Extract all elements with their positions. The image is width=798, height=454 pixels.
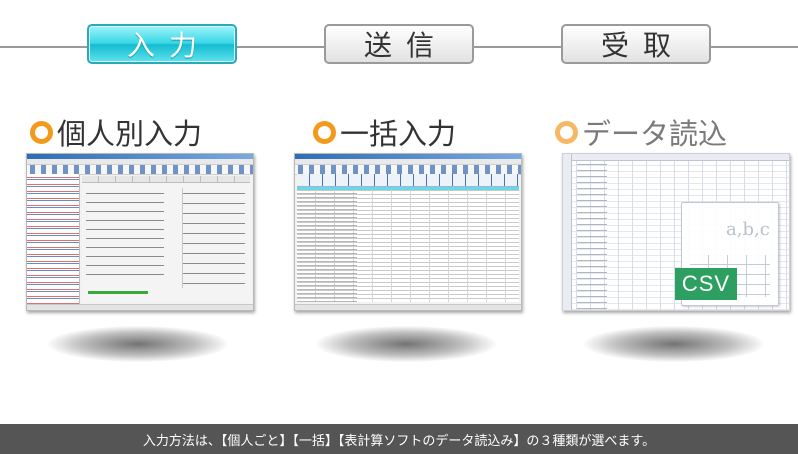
spreadsheet-column-header — [563, 154, 789, 161]
spreadsheet-text-column — [577, 162, 607, 310]
method-title-individual: 個人別入力 — [30, 112, 202, 152]
individual-input-screenshot — [26, 153, 254, 311]
individual-entry-form — [82, 176, 250, 302]
footer-caption-text: 入力方法は、【個人ごと】【一括】【表計算ソフトのデータ読込み】の３種類が選べます… — [142, 433, 656, 449]
grid-header — [297, 174, 519, 187]
window-menubar — [295, 159, 521, 165]
step-input[interactable]: 入力 — [87, 24, 237, 64]
method-title-data-import: データ読込 — [555, 112, 727, 152]
orange-circle-icon — [555, 120, 578, 144]
form-right-column — [182, 188, 245, 288]
window-statusbar — [295, 304, 521, 310]
spreadsheet-row-header — [563, 154, 572, 310]
panel-shadow — [316, 326, 496, 362]
orange-circle-icon — [313, 120, 336, 144]
window-menubar — [27, 159, 253, 165]
method-title-data-import-text: データ読込 — [582, 117, 728, 151]
method-title-bulk: 一括入力 — [313, 112, 456, 152]
panel-shadow — [584, 326, 764, 362]
csv-badge: CSV — [675, 268, 737, 300]
data-import-screenshot: a,b,c CSV — [562, 153, 790, 311]
method-title-individual-text: 個人別入力 — [57, 117, 203, 151]
orange-circle-icon — [30, 120, 53, 144]
window-titlebar — [295, 154, 521, 159]
method-title-bulk-text: 一括入力 — [340, 117, 457, 151]
window-toolbar — [27, 165, 253, 175]
grid-selected-row — [297, 187, 519, 190]
grid-text-column — [297, 187, 357, 302]
step-send[interactable]: 送信 — [324, 24, 474, 64]
form-tabs — [82, 176, 250, 183]
window-statusbar — [27, 304, 253, 310]
form-note — [88, 291, 148, 294]
footer-caption: 入力方法は、【個人ごと】【一括】【表計算ソフトのデータ読込み】の３種類が選べます… — [0, 424, 798, 454]
csv-letters: a,b,c — [726, 219, 770, 240]
employee-tree-list — [27, 174, 80, 304]
form-field-labels — [86, 188, 164, 282]
step-receive[interactable]: 受取 — [561, 24, 711, 64]
window-titlebar — [27, 154, 253, 159]
bulk-input-screenshot — [294, 153, 522, 311]
panel-shadow — [48, 326, 228, 362]
